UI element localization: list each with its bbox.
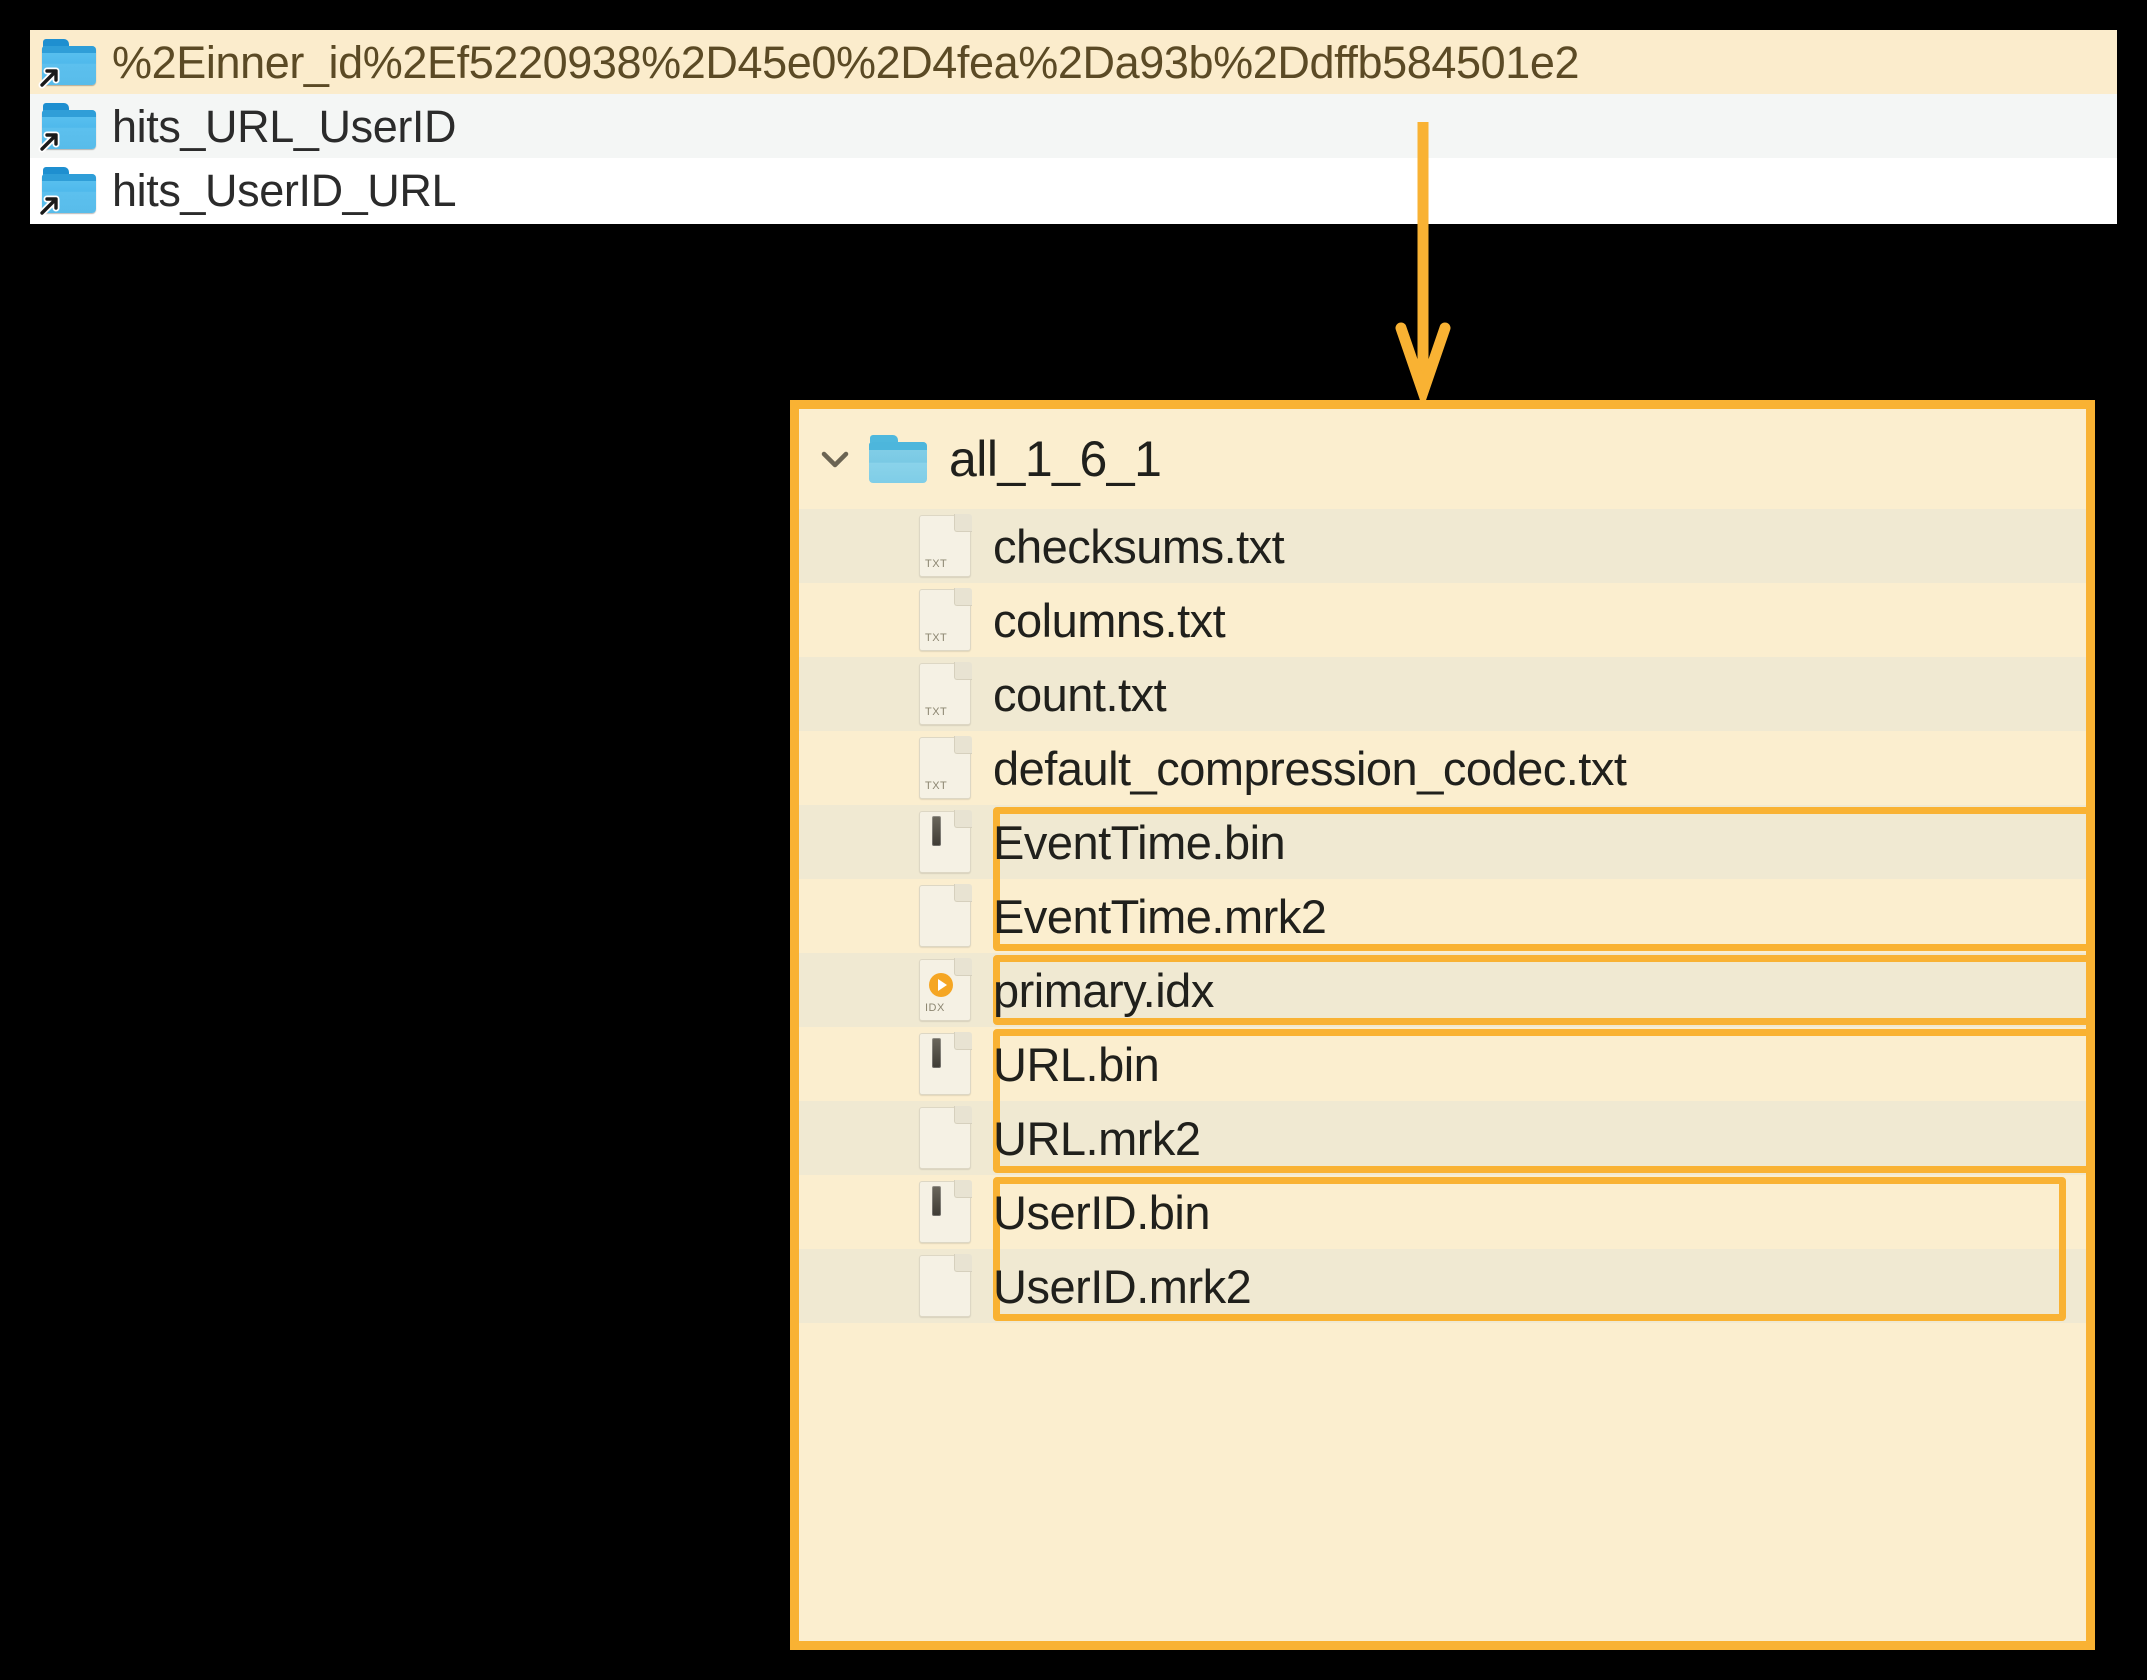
folder-alias-icon (38, 167, 96, 217)
shortcut-arrow-icon (38, 195, 60, 217)
mrk-file-icon (919, 1106, 972, 1169)
file-row[interactable]: UserID.mrk2 (799, 1249, 2086, 1323)
binary-chip-icon (932, 816, 941, 846)
file-row[interactable]: TXT checksums.txt (799, 509, 2086, 583)
idx-file-icon: IDX (919, 958, 972, 1021)
file-row[interactable]: TXT columns.txt (799, 583, 2086, 657)
folder-header-row[interactable]: all_1_6_1 (799, 409, 2086, 509)
file-row[interactable]: URL.bin (799, 1027, 2086, 1101)
shortcut-arrow-icon (38, 131, 60, 153)
file-name-label: columns.txt (993, 593, 1226, 647)
folder-row-inner-id[interactable]: %2Einner_id%2Ef5220938%2D45e0%2D4fea%2Da… (30, 30, 2117, 94)
mrk-file-icon (919, 1254, 972, 1317)
file-ext-label: TXT (925, 706, 948, 718)
folder-alias-icon (38, 39, 96, 89)
binary-chip-icon (932, 1186, 941, 1216)
txt-file-icon: TXT (919, 514, 972, 577)
file-ext-label: TXT (925, 558, 948, 570)
file-ext-label: IDX (925, 1002, 945, 1014)
folder-row-hits-userid-url[interactable]: hits_UserID_URL (30, 158, 2117, 222)
file-name-label: default_compression_codec.txt (993, 741, 1627, 795)
folder-row-label: %2Einner_id%2Ef5220938%2D45e0%2D4fea%2Da… (112, 36, 1580, 88)
file-row[interactable]: URL.mrk2 (799, 1101, 2086, 1175)
folder-open-icon (869, 435, 927, 483)
shortcut-arrow-icon (38, 67, 60, 89)
file-ext-label: TXT (925, 632, 948, 644)
chevron-down-icon[interactable] (815, 439, 855, 479)
file-name-label: count.txt (993, 667, 1167, 721)
file-name-label: primary.idx (993, 963, 1214, 1017)
bin-file-icon (919, 1032, 972, 1095)
file-row[interactable]: TXT default_compression_codec.txt (799, 731, 2086, 805)
txt-file-icon: TXT (919, 662, 972, 725)
index-disc-icon (929, 973, 953, 997)
file-row[interactable]: EventTime.bin (799, 805, 2086, 879)
file-row[interactable]: EventTime.mrk2 (799, 879, 2086, 953)
binary-chip-icon (932, 1038, 941, 1068)
bin-file-icon (919, 810, 972, 873)
bin-file-icon (919, 1180, 972, 1243)
file-name-label: EventTime.mrk2 (993, 889, 1327, 943)
folder-row-label: hits_URL_UserID (112, 100, 457, 152)
mrk-file-icon (919, 884, 972, 947)
file-name-label: checksums.txt (993, 519, 1285, 573)
folder-alias-icon (38, 103, 96, 153)
file-name-label: UserID.bin (993, 1185, 1211, 1239)
folder-row-hits-url-userid[interactable]: hits_URL_UserID (30, 94, 2117, 158)
file-row[interactable]: TXT count.txt (799, 657, 2086, 731)
file-row[interactable]: UserID.bin (799, 1175, 2086, 1249)
sibling-folder-list-panel: %2Einner_id%2Ef5220938%2D45e0%2D4fea%2Da… (30, 30, 2117, 224)
file-name-label: URL.bin (993, 1037, 1160, 1091)
folder-header-label: all_1_6_1 (949, 431, 1162, 487)
txt-file-icon: TXT (919, 588, 972, 651)
file-name-label: EventTime.bin (993, 815, 1286, 869)
folder-row-label: hits_UserID_URL (112, 164, 457, 216)
txt-file-icon: TXT (919, 736, 972, 799)
file-name-label: URL.mrk2 (993, 1111, 1201, 1165)
file-row[interactable]: IDX primary.idx (799, 953, 2086, 1027)
file-name-label: UserID.mrk2 (993, 1259, 1252, 1313)
file-ext-label: TXT (925, 780, 948, 792)
